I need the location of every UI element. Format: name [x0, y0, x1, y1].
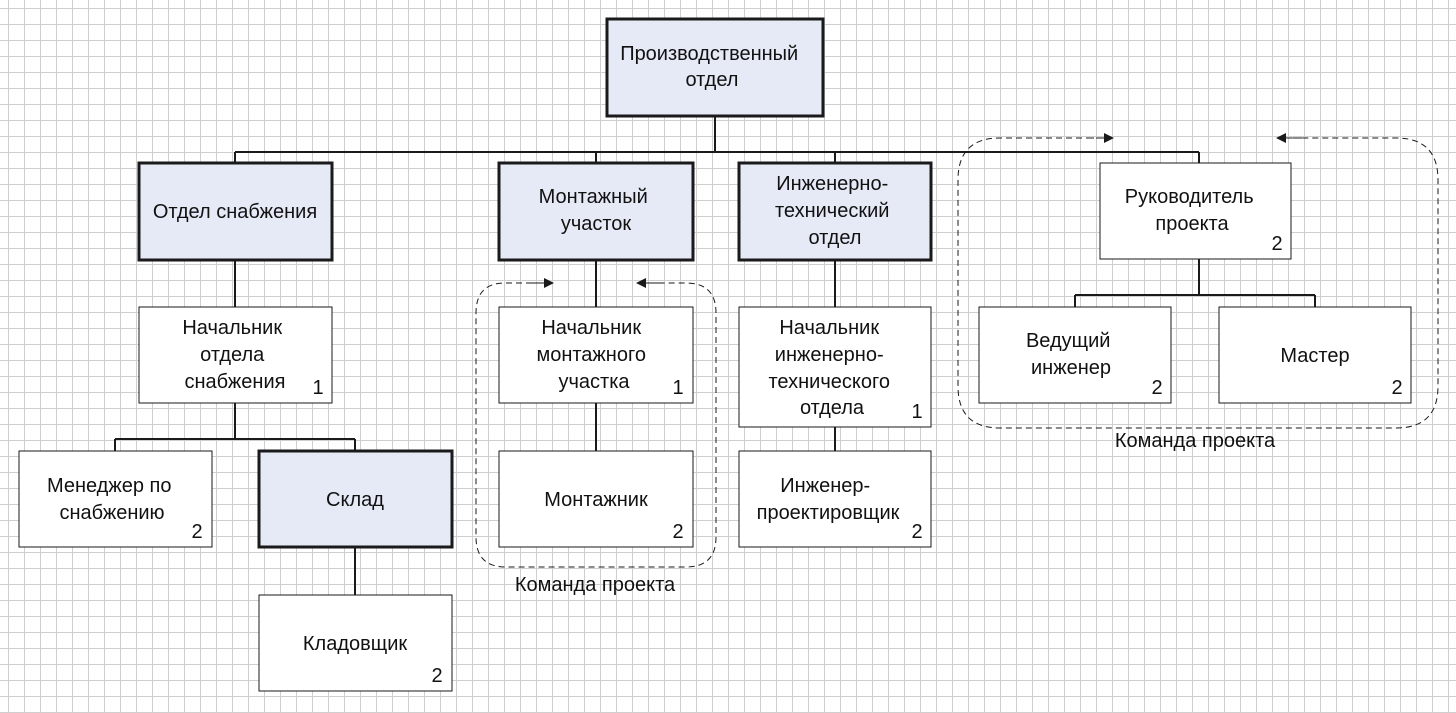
- node-label: Отдел снабжения: [153, 201, 317, 223]
- node-engineering-head: Начальник инженерно- технического отдела…: [738, 306, 932, 428]
- node-badge: 1: [911, 401, 922, 423]
- node-supply-manager: Менеджер по снабжению 2: [18, 450, 213, 548]
- node-label: монтажного: [536, 344, 646, 366]
- svg-text:Начальник монтажного: Начальник монтажного участка: [536, 317, 651, 393]
- node-badge: 1: [312, 377, 323, 399]
- node-label: Монтажник: [544, 489, 648, 511]
- node-label: инженерно-: [775, 344, 884, 366]
- team-border-pm: [957, 137, 1439, 429]
- node-label: Кладовщик: [303, 633, 407, 655]
- team-label-assembly: Команда проекта: [515, 574, 676, 596]
- node-label: Склад: [326, 489, 384, 511]
- node-lead-engineer: Ведущий инженер 2: [978, 306, 1172, 404]
- svg-text:Начальник инженерно-: Начальник инженерно- технического отдела: [768, 317, 895, 419]
- team-border-assembly: [475, 282, 717, 568]
- node-project-manager: Руководитель проекта 2: [1099, 162, 1292, 260]
- node-label: Мастер: [1280, 345, 1349, 367]
- svg-text:Мастер: Мастер: [1280, 345, 1349, 367]
- node-production-department: Производственный отдел: [605, 17, 825, 118]
- node-label: инженер: [1031, 357, 1111, 379]
- node-label: Менеджер по: [47, 475, 172, 497]
- node-engineering-department: Инженерно- технический отдел: [737, 161, 933, 262]
- node-label: Начальник: [541, 317, 641, 339]
- node-assembler: Монтажник 2: [498, 450, 694, 548]
- svg-text:Начальник отдела: Начальник отдела снабжения: [182, 317, 287, 393]
- connectors: [114, 116, 1316, 595]
- node-badge: 2: [672, 521, 683, 543]
- node-storekeeper: Кладовщик 2: [258, 594, 453, 692]
- node-warehouse: Склад: [257, 449, 454, 549]
- node-label: Начальник: [779, 317, 879, 339]
- svg-text:Монтажный участок: Монтажный участок: [539, 186, 654, 235]
- node-supply-head: Начальник отдела снабжения 1: [138, 306, 333, 404]
- node-label: проектировщик: [757, 502, 900, 524]
- node-design-engineer: Инженер- проектировщик 2: [738, 450, 932, 548]
- node-label: снабжению: [59, 502, 164, 524]
- node-label: Производственный: [620, 43, 798, 65]
- node-badge: 2: [431, 665, 442, 687]
- team-label-pm: Команда проекта: [1115, 430, 1276, 452]
- node-label: технического: [768, 371, 889, 393]
- node-label: Ведущий: [1026, 330, 1111, 352]
- node-supply-department: Отдел снабжения: [137, 161, 334, 262]
- svg-text:Руководитель проекта: Руководитель проекта: [1125, 186, 1259, 235]
- node-assembly-section: Монтажный участок: [497, 161, 695, 262]
- node-label: проекта: [1155, 213, 1229, 235]
- nodes: Производственный отдел Отдел снабжения М…: [18, 17, 1412, 692]
- node-label: технический: [775, 200, 889, 222]
- svg-text:Склад: Склад: [326, 489, 384, 511]
- node-label: отдела: [800, 397, 865, 419]
- svg-text:Монтажник: Монтажник: [544, 489, 648, 511]
- node-assembly-head: Начальник монтажного участка 1: [498, 306, 694, 404]
- node-badge: 2: [1271, 233, 1282, 255]
- node-badge: 2: [1151, 377, 1162, 399]
- svg-text:Инженерно- технический: Инженерно- технический отдел: [775, 173, 895, 249]
- node-badge: 2: [911, 521, 922, 543]
- svg-text:Инженер- проектировщик: Инженер- проектировщик: [757, 475, 900, 524]
- svg-text:Отдел снабжения: Отдел снабжения: [153, 201, 317, 223]
- node-label: участка: [558, 371, 630, 393]
- node-label: отдела: [200, 344, 265, 366]
- svg-text:Кладовщик: Кладовщик: [303, 633, 407, 655]
- node-label: Инженерно-: [776, 173, 888, 195]
- team-outlines: Команда проекта Команда проекта: [475, 133, 1439, 596]
- node-badge: 2: [1391, 377, 1402, 399]
- svg-text:Ведущий инженер: Ведущий инженер: [1026, 330, 1116, 379]
- node-label: Руководитель: [1125, 186, 1254, 208]
- node-badge: 2: [191, 521, 202, 543]
- node-label: снабжения: [185, 371, 286, 393]
- node-foreman: Мастер 2: [1218, 306, 1412, 404]
- node-label: Инженер-: [780, 475, 870, 497]
- node-label: участок: [561, 213, 632, 235]
- node-badge: 1: [672, 377, 683, 399]
- svg-text:Производственный отдел: Производственный отдел: [620, 43, 804, 91]
- node-label: отдел: [809, 227, 862, 249]
- svg-text:Менеджер по снабжению: Менеджер по снабжению: [47, 475, 177, 524]
- node-label: Начальник: [182, 317, 282, 339]
- node-label: отдел: [686, 69, 739, 91]
- node-label: Монтажный: [539, 186, 648, 208]
